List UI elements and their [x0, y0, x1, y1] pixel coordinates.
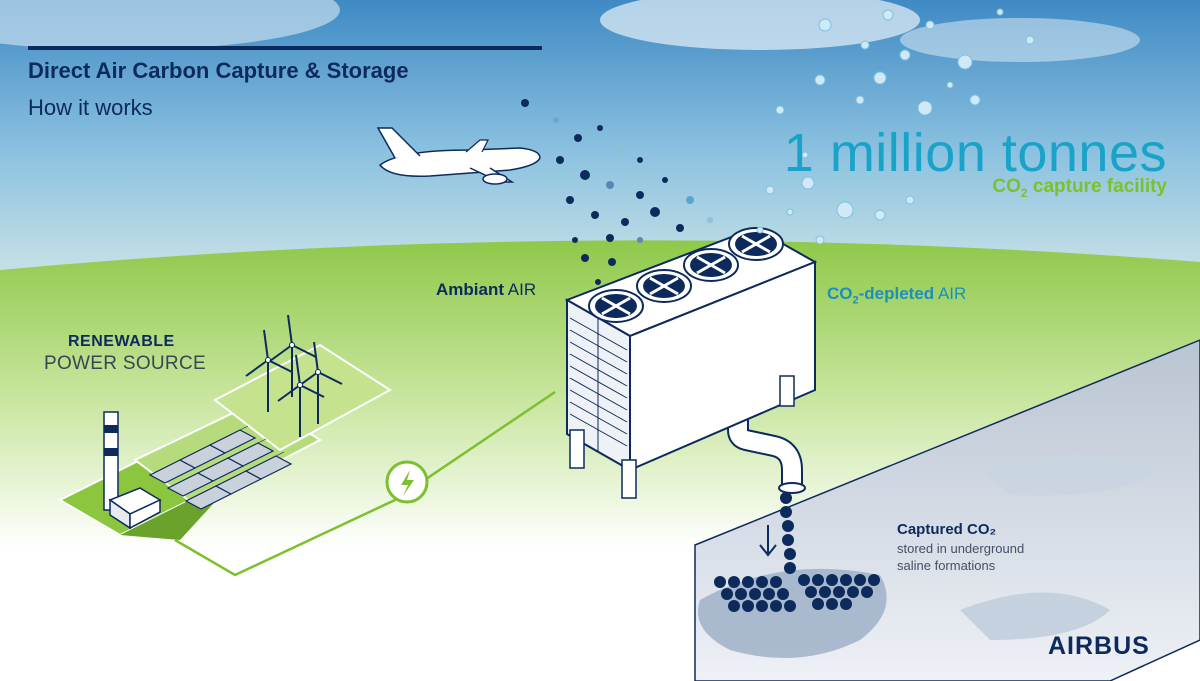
- captured-co2-title: Captured CO₂: [897, 521, 997, 538]
- captured-co2-line1: stored in underground: [897, 541, 1025, 556]
- ambient-co2-particles: [521, 99, 713, 285]
- captured-co2-bubbles: [714, 492, 880, 612]
- power-source-label: POWER SOURCE: [44, 353, 206, 374]
- depleted-air-label: CO2-depleted AIR: [827, 284, 967, 307]
- lightning-bolt-icon: [385, 460, 429, 504]
- airplane-icon: [376, 127, 541, 185]
- facility-capacity: 1 million tonnes: [783, 123, 1167, 183]
- facility-caption: CO2 capture facility: [992, 176, 1167, 200]
- power-plant: [103, 411, 162, 530]
- fan-icon: [727, 226, 785, 262]
- airbus-logo: AIRBUS: [1048, 632, 1150, 660]
- depleted-air-bubbles: [756, 8, 1035, 245]
- page-subtitle: How it works: [28, 95, 153, 120]
- fan-icon: [682, 247, 740, 283]
- capture-unit: [564, 226, 818, 499]
- renewable-label: RENEWABLE: [68, 333, 175, 350]
- ambient-air-label: Ambiant AIR: [436, 280, 537, 299]
- captured-co2-line2: saline formations: [897, 558, 996, 573]
- fan-icon: [587, 288, 645, 324]
- down-arrow-icon: [759, 525, 777, 557]
- title-rule: [28, 46, 542, 50]
- page-title: Direct Air Carbon Capture & Storage: [28, 58, 409, 83]
- fan-icon: [635, 268, 693, 304]
